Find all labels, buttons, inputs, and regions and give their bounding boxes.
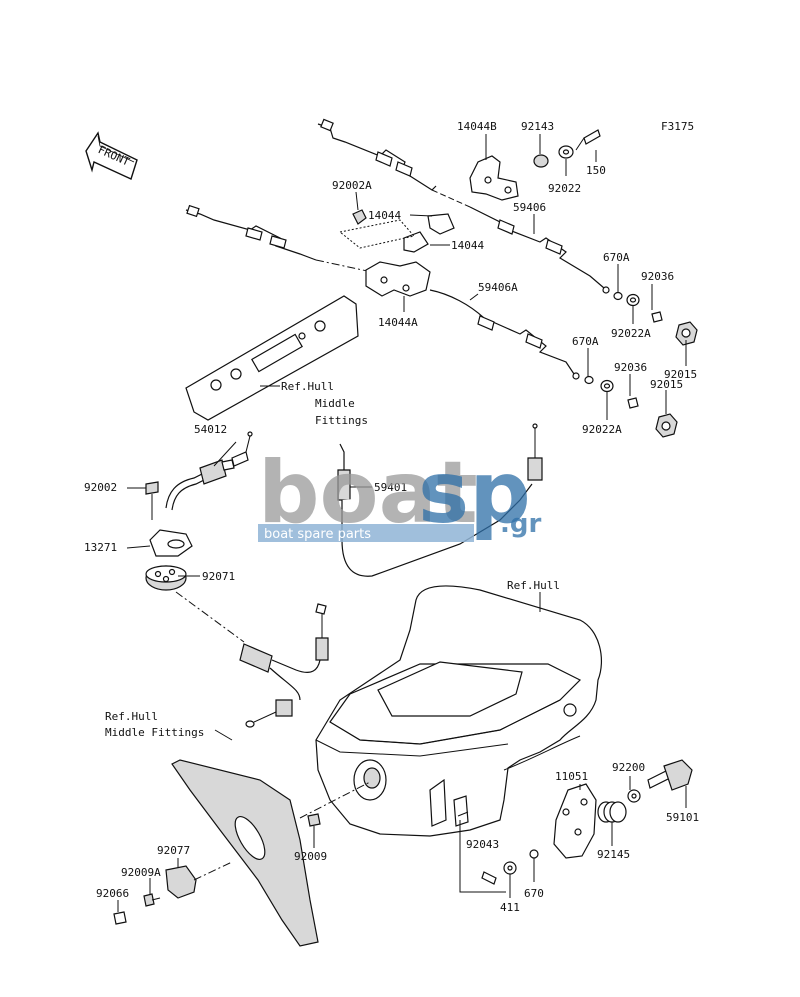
- cable-54012: [165, 431, 253, 511]
- label-13271: 13271: [84, 541, 117, 554]
- label-92002: 92002: [84, 481, 117, 494]
- ref-hull-middle-fittings-lower-line2: Middle Fittings: [105, 726, 204, 739]
- mounting-plate: [185, 295, 359, 421]
- bracket-14044B: [469, 129, 601, 201]
- label-14044-lower: 14044: [451, 239, 484, 252]
- label-92066: 92066: [96, 887, 129, 900]
- label-670A-upper: 670A: [603, 251, 630, 264]
- label-14044A: 14044A: [378, 316, 418, 329]
- label-14044-upper: 14044: [368, 209, 401, 222]
- label-59401: 59401: [374, 481, 407, 494]
- clips-14044: [338, 209, 455, 253]
- label-92071: 92071: [202, 570, 235, 583]
- label-54012: 54012: [194, 423, 227, 436]
- label-150: 150: [586, 164, 606, 177]
- label-59406: 59406: [513, 201, 546, 214]
- right-small-parts: [584, 291, 698, 438]
- label-59101: 59101: [666, 811, 699, 824]
- hull-outline: [315, 585, 602, 837]
- label-92002A: 92002A: [332, 179, 372, 192]
- label-92143: 92143: [521, 120, 554, 133]
- label-92009: 92009: [294, 850, 327, 863]
- label-92200: 92200: [612, 761, 645, 774]
- figure-code: F3175: [661, 120, 694, 133]
- leader-92009: [299, 781, 371, 819]
- label-92022: 92022: [548, 182, 581, 195]
- watermark: boat sp .gr boat spare parts: [258, 443, 541, 543]
- bracket-13271-grommet-92071: [145, 481, 193, 591]
- label-14044B: 14044B: [457, 120, 497, 133]
- label-92077: 92077: [157, 844, 190, 857]
- button-92077: [113, 861, 233, 925]
- label-92043: 92043: [466, 838, 499, 851]
- choke-lever-parts: [553, 759, 693, 859]
- label-92022A-lower: 92022A: [582, 423, 622, 436]
- label-92145: 92145: [597, 848, 630, 861]
- choke-cable: [175, 591, 329, 728]
- small-fasteners: [307, 811, 539, 893]
- label-670: 670: [524, 887, 544, 900]
- watermark-tagline-bar: [258, 524, 474, 542]
- front-arrow-icon: FRONT: [85, 131, 138, 180]
- ref-hull-middle-fittings-upper-line1: Ref.Hull: [281, 380, 334, 393]
- label-670A-lower: 670A: [572, 335, 599, 348]
- label-92009A: 92009A: [121, 866, 161, 879]
- cable-59406A: [185, 204, 580, 380]
- label-11051: 11051: [555, 770, 588, 783]
- label-92022A-upper: 92022A: [611, 327, 651, 340]
- label-411: 411: [500, 901, 520, 914]
- label-92036-lower: 92036: [614, 361, 647, 374]
- ref-hull-label: Ref.Hull: [507, 579, 560, 592]
- label-92036-upper: 92036: [641, 270, 674, 283]
- label-92015-lower: 92015: [650, 378, 683, 391]
- label-92015-upper: 92015: [664, 368, 697, 381]
- ref-hull-middle-fittings-lower-line1: Ref.Hull: [105, 710, 158, 723]
- label-59406A: 59406A: [478, 281, 518, 294]
- ref-hull-middle-fittings-upper-line3: Fittings: [315, 414, 368, 427]
- ref-hull-middle-fittings-upper-line2: Middle: [315, 397, 355, 410]
- watermark-tagline: boat spare parts: [264, 527, 371, 542]
- watermark-brand-suffix: .gr: [500, 509, 541, 539]
- bracket-14044A: [365, 261, 431, 297]
- cable-59406: [317, 118, 610, 294]
- middle-fittings-panel: [171, 759, 319, 947]
- leader-lines: [117, 134, 687, 912]
